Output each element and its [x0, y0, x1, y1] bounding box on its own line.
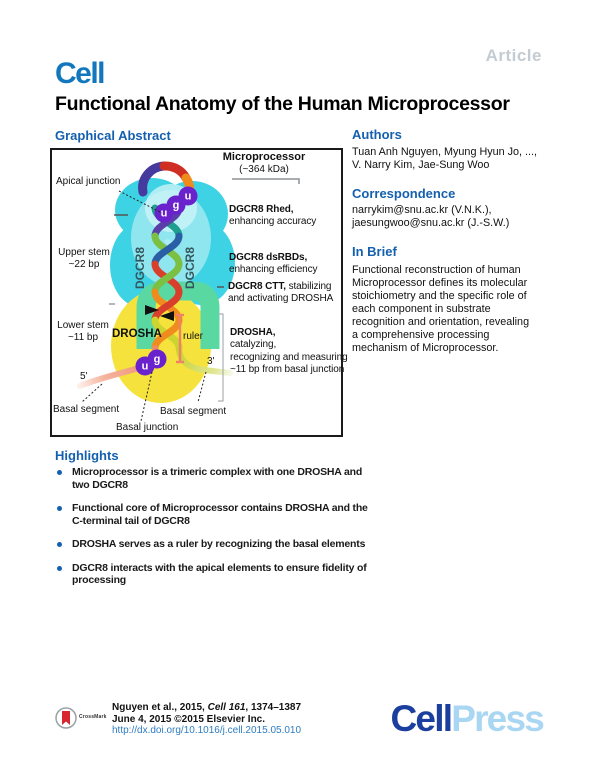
correspondence-email-1[interactable]: narrykim@snu.ac.kr (V.N.K.), — [352, 204, 492, 216]
citation-block: Nguyen et al., 2015, Cell 161, 1374–1387… — [112, 702, 302, 736]
correspondence-email-2[interactable]: jaesungwoo@snu.ac.kr (J.-S.W.) — [352, 217, 510, 229]
dgcr8-left-label: DGCR8 — [133, 247, 147, 289]
highlight-item: DROSHA serves as a ruler by recognizing … — [55, 538, 378, 551]
lower-stem-label: Lower stem ~11 bp — [57, 320, 109, 343]
annotation-ctt: DGCR8 CTT, stabilizing and activating DR… — [228, 281, 334, 305]
highlights-heading: Highlights — [55, 448, 119, 463]
apical-junction-label: Apical junction — [56, 176, 121, 187]
basal-segment-left-label: Basal segment — [53, 404, 120, 415]
drosha-body — [111, 289, 211, 403]
bullet-icon — [57, 542, 62, 547]
highlight-item: DGCR8 interacts with the apical elements… — [55, 562, 378, 587]
graphical-abstract-figure: u g u u g DGCR8 DGCR8 Microprocessor (~3… — [50, 148, 348, 437]
drosha-label: DROSHA — [112, 328, 162, 340]
three-prime-label: 3' — [207, 356, 215, 367]
annotation-drosha: DROSHA, catalyzing, recognizing and meas… — [230, 327, 348, 375]
highlight-item: Functional core of Microprocessor contai… — [55, 502, 378, 527]
leader-lines — [81, 190, 207, 422]
motif-letter: u — [142, 361, 149, 373]
microprocessor-label: Microprocessor (~364 kDa) — [222, 151, 306, 175]
crossmark-icon — [55, 707, 77, 729]
page-title: Functional Anatomy of the Human Micropro… — [55, 93, 510, 115]
graphical-abstract-heading: Graphical Abstract — [55, 128, 171, 143]
cleavage-arrow-right — [160, 311, 174, 321]
microprocessor-bracket — [232, 178, 300, 184]
bullet-icon — [57, 470, 62, 475]
annotation-rhed: DGCR8 Rhed, enhancing accuracy — [229, 204, 317, 228]
crossmark-label: CrossMark — [79, 714, 107, 720]
motif-letter: g — [173, 200, 180, 212]
doi-link[interactable]: http://dx.doi.org/10.1016/j.cell.2015.05… — [112, 725, 302, 736]
cell-journal-logo: Cell — [55, 57, 106, 90]
rna-structure-canvas: u g u u g DGCR8 DGCR8 — [77, 161, 300, 422]
ugu-motif-circles: u g u u g — [135, 186, 198, 376]
ruler-line — [176, 313, 184, 364]
drosha-bracket — [218, 313, 224, 402]
five-prime-label: 5' — [80, 371, 88, 382]
correspondence-heading: Correspondence — [352, 186, 456, 201]
crossmark-badge[interactable]: CrossMark — [55, 705, 111, 733]
in-brief-heading: In Brief — [352, 244, 397, 259]
authors-list: Tuan Anh Nguyen, Myung Hyun Jo, ..., V. … — [352, 146, 538, 171]
bullet-icon — [57, 565, 62, 571]
basal-junction-label: Basal junction — [116, 422, 179, 433]
in-brief-text: Functional reconstruction of human Micro… — [352, 264, 530, 354]
article-type-label: Article — [485, 46, 542, 65]
ruler-label: ruler — [183, 331, 204, 342]
cellpress-logo: CellPress — [390, 698, 545, 739]
upper-stem-label: Upper stem ~22 bp — [58, 247, 110, 270]
motif-letter: u — [185, 191, 192, 203]
annotation-ticks — [109, 214, 224, 305]
annotation-dsrbd: DGCR8 dsRBDs, enhancing efficiency — [229, 252, 318, 276]
motif-letter: u — [161, 208, 168, 220]
highlights-list: Microprocessor is a trimeric complex wit… — [55, 466, 378, 598]
bullet-icon — [57, 506, 62, 511]
basal-segment-right-label: Basal segment — [160, 406, 227, 417]
dgcr8-right-label: DGCR8 — [183, 247, 197, 289]
highlight-item: Microprocessor is a trimeric complex wit… — [55, 466, 378, 491]
cleavage-arrow-left — [145, 305, 159, 315]
authors-heading: Authors — [352, 127, 402, 142]
motif-letter: g — [154, 354, 161, 366]
